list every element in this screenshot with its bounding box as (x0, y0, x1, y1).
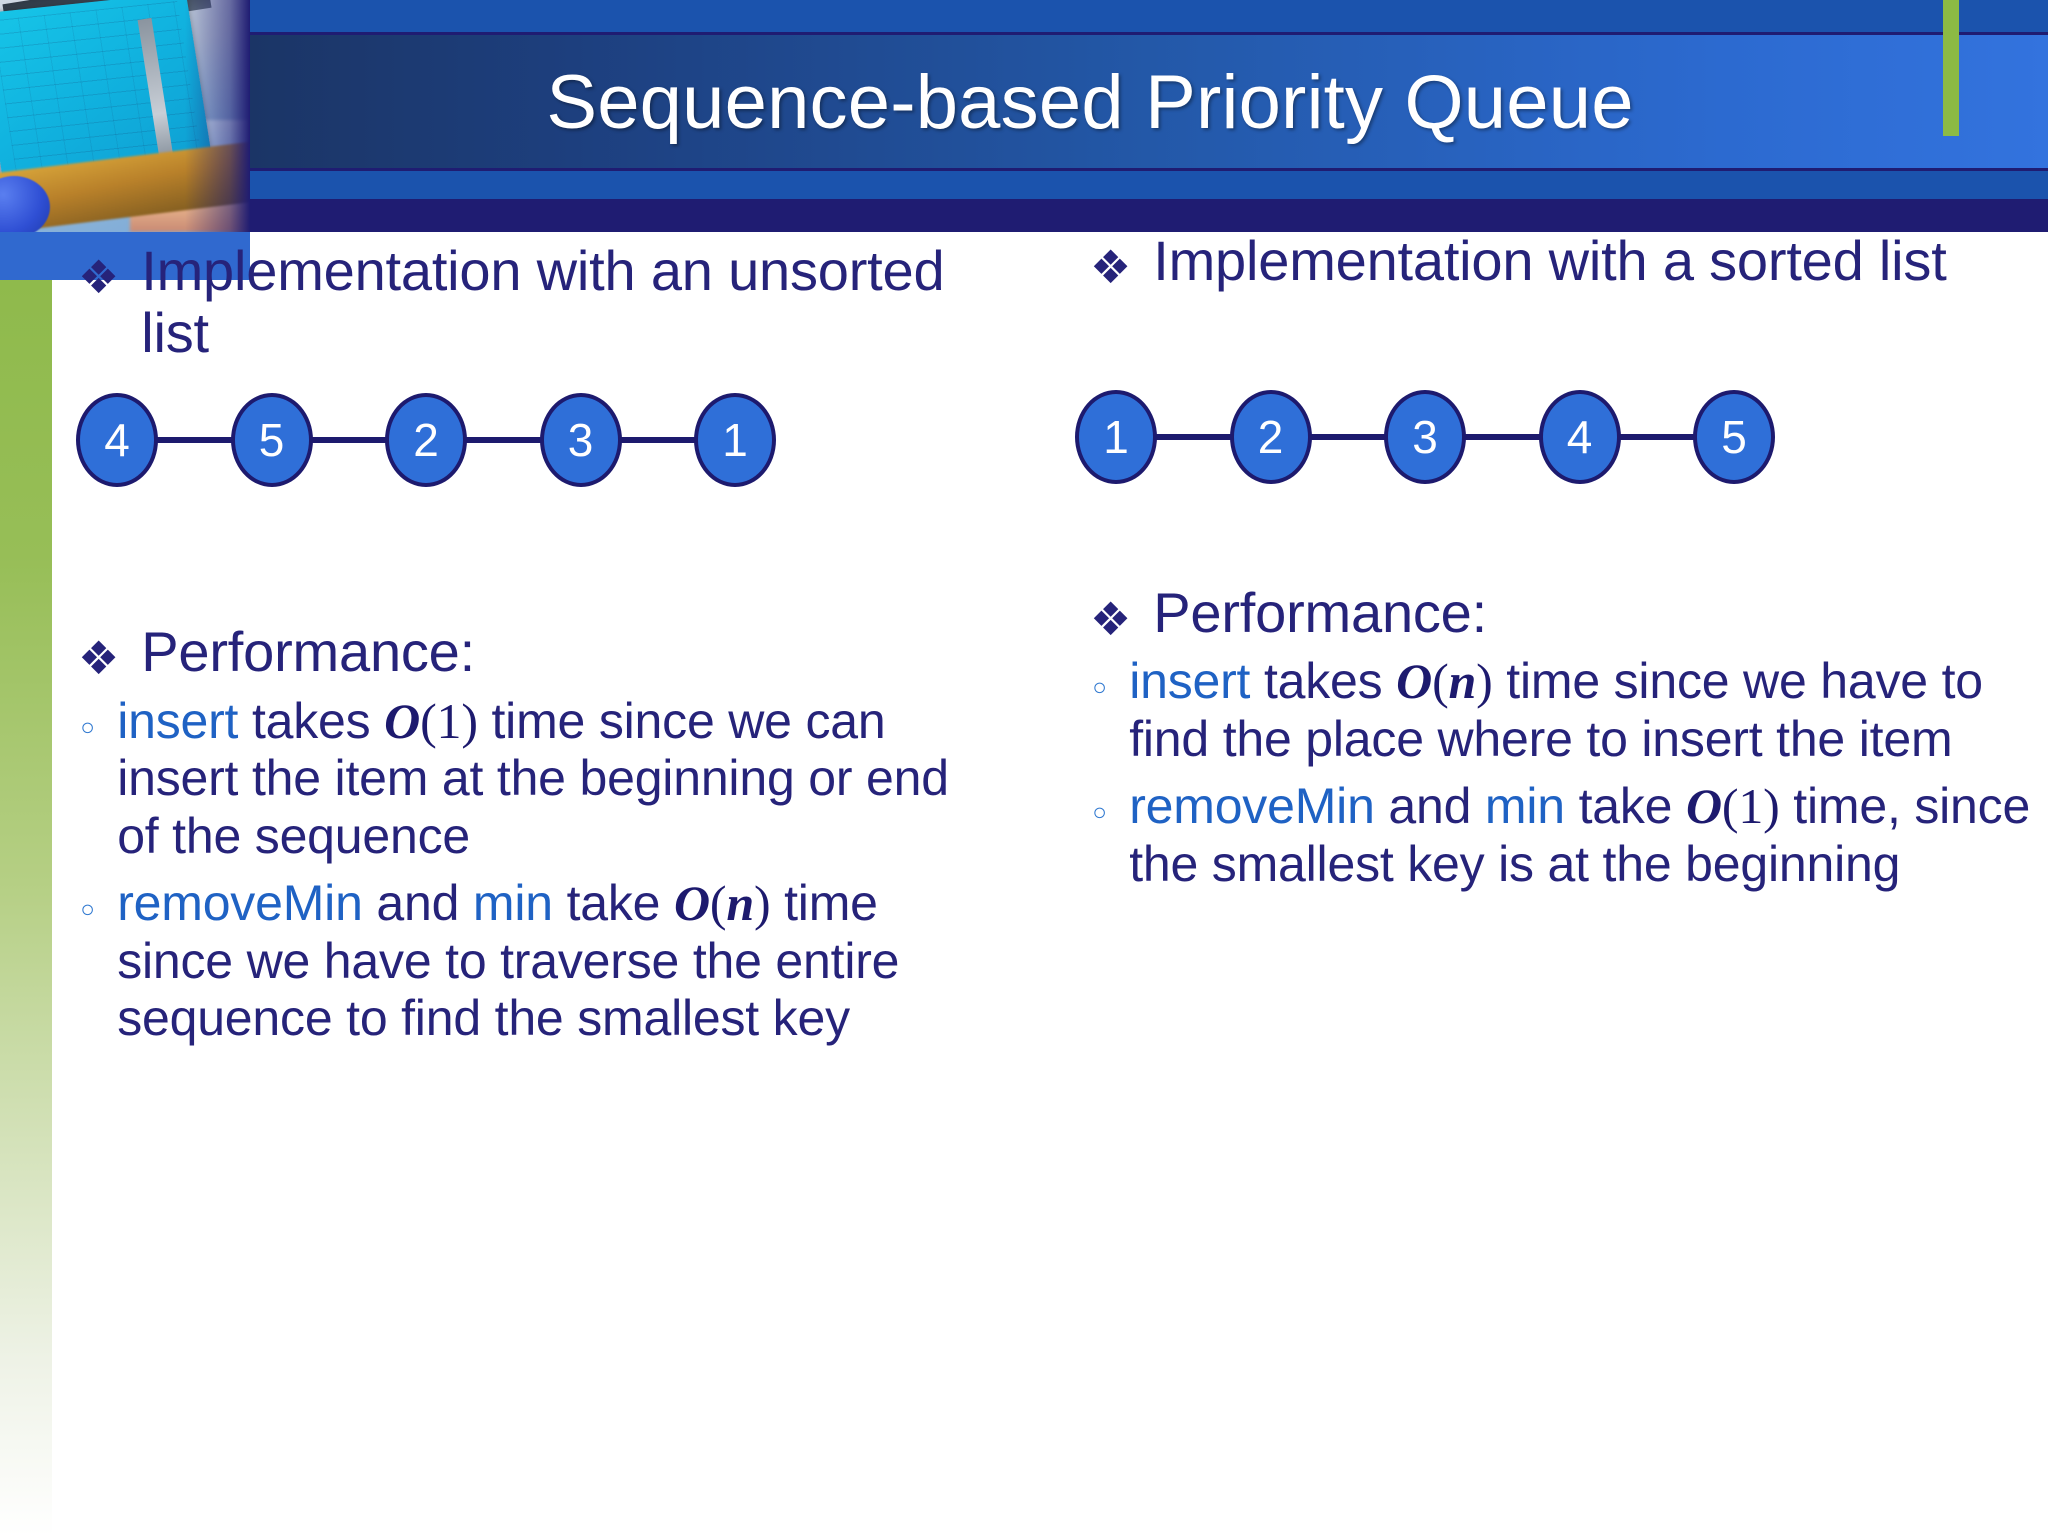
left-column: ❖ Implementation with an unsorted list ❖… (78, 240, 998, 1048)
sequence-link (465, 437, 542, 443)
right-performance-heading: Performance: (1153, 580, 1487, 644)
code-identifier: insert (117, 692, 239, 749)
circle-bullet-icon: ◦ (78, 711, 98, 747)
sequence-link (1155, 434, 1232, 440)
header-title-band (250, 35, 2048, 168)
big-o-notation: O(1) (1685, 778, 1780, 835)
sequence-node: 4 (76, 393, 158, 487)
sequence-node: 2 (1229, 390, 1312, 484)
sequence-node: 4 (1538, 390, 1621, 484)
sequence-link (619, 437, 696, 443)
circle-bullet-icon: ◦ (78, 894, 98, 930)
circle-bullet-icon: ◦ (1090, 672, 1110, 708)
sequence-node-label: 1 (1103, 411, 1129, 463)
right-column: ❖ Implementation with a sorted list ❖ Pe… (1090, 230, 2048, 893)
sequence-node-label: 5 (258, 414, 285, 466)
left-heading-bullet: ❖ Implementation with an unsorted list (78, 240, 998, 363)
performance-list-item: ◦ removeMin and min take O(n) time since … (78, 875, 998, 1048)
green-accent-bar (1943, 0, 1959, 136)
sequence-node-label: 4 (1566, 411, 1593, 463)
right-column-heading: Implementation with a sorted list (1153, 229, 1947, 292)
diamond-bullet-icon: ❖ (78, 631, 120, 686)
unsorted-sequence-diagram: 4 5 2 3 1 (76, 385, 776, 495)
photo-edge-fade (0, 0, 250, 232)
sequence-node-label: 2 (1257, 411, 1284, 463)
code-identifier: removeMin (1129, 778, 1375, 835)
performance-item-text: removeMin and min take O(n) time since w… (117, 875, 900, 1047)
right-performance-list: ◦ insert takes O(n) time since we have to… (1090, 653, 2048, 893)
code-identifier: min (1484, 778, 1565, 835)
code-identifier: min (472, 875, 553, 932)
sequence-link (1618, 434, 1695, 440)
circle-bullet-icon: ◦ (1090, 797, 1110, 833)
right-heading-bullet: ❖ Implementation with a sorted list (1090, 230, 2048, 292)
performance-item-text: insert takes O(n) time since we have to … (1129, 653, 1983, 767)
left-column-heading: Implementation with an unsorted list (141, 239, 945, 364)
sequence-link (1309, 434, 1386, 440)
performance-item-text: removeMin and min take O(1) time, since … (1129, 778, 2031, 892)
sequence-link (156, 437, 233, 443)
sequence-node: 5 (1693, 390, 1775, 484)
sequence-link (310, 437, 387, 443)
performance-item-text: insert takes O(1) time since we can inse… (117, 692, 949, 864)
sequence-node: 2 (385, 393, 467, 487)
code-identifier: removeMin (117, 875, 363, 932)
sequence-node: 1 (1075, 390, 1157, 484)
sequence-node-label: 1 (722, 414, 748, 466)
performance-list-item: ◦ insert takes O(n) time since we have to… (1090, 653, 2048, 768)
left-green-gradient-bar (0, 280, 52, 1536)
sequence-node-label: 3 (1412, 411, 1438, 463)
left-performance-heading: Performance: (141, 620, 475, 684)
header-bottom-band (250, 171, 2048, 199)
diamond-bullet-icon: ❖ (1090, 591, 1132, 646)
performance-list-item: ◦ insert takes O(1) time since we can ins… (78, 693, 998, 866)
slide-header: Sequence-based Priority Queue (0, 0, 2048, 232)
left-performance-list: ◦ insert takes O(1) time since we can ins… (78, 693, 998, 1048)
code-identifier: insert (1129, 653, 1251, 710)
decorative-laptop-photo (0, 0, 250, 232)
sequence-node-label: 4 (104, 414, 130, 466)
diamond-bullet-icon: ❖ (78, 250, 120, 304)
sequence-node: 3 (539, 393, 622, 487)
header-top-band (250, 0, 2048, 32)
diamond-bullet-icon: ❖ (1090, 240, 1132, 294)
sequence-node-label: 5 (1721, 411, 1747, 463)
performance-list-item: ◦ removeMin and min take O(1) time, since… (1090, 778, 2048, 893)
sequence-node-label: 2 (413, 414, 439, 466)
sorted-sequence-diagram: 1 2 3 4 5 (1075, 382, 1775, 492)
sequence-node-label: 3 (567, 414, 594, 466)
right-performance-bullet: ❖ Performance: (1090, 580, 2048, 646)
left-performance-bullet: ❖ Performance: (78, 621, 998, 683)
big-o-notation: O(n) (673, 875, 771, 932)
sequence-node: 1 (694, 393, 776, 487)
sequence-node: 3 (1384, 390, 1466, 484)
sequence-node: 5 (230, 393, 313, 487)
page-title: Sequence-based Priority Queue (546, 59, 1634, 145)
header-left-blue-block (0, 232, 250, 280)
big-o-notation: O(n) (1396, 653, 1493, 710)
big-o-notation: O(1) (384, 692, 478, 749)
sequence-link (1464, 434, 1541, 440)
